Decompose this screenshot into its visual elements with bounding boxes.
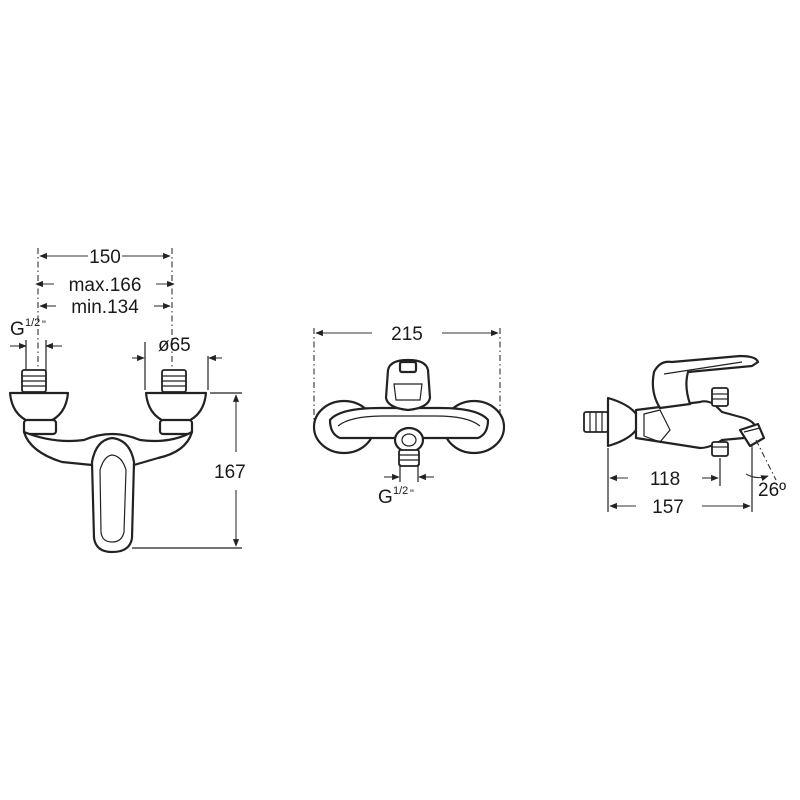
mixer-side-body (583, 354, 766, 457)
mixer-front-body (8, 369, 208, 554)
mixer-top-body (312, 358, 506, 467)
max-label: max.166 (69, 275, 142, 296)
front-view: 150 max.166 min.134 G 1/2 " ø65 (8, 247, 246, 554)
thread-quote: " (42, 319, 46, 331)
thread-fraction: 1/2 (25, 317, 40, 329)
thread-label: G (10, 319, 25, 340)
dimension-118: 118 (607, 448, 721, 512)
side-view: 118 157 26º (583, 354, 786, 518)
top-view: 215 G 1/2 " (312, 324, 506, 508)
depth-inner-label: 118 (650, 469, 680, 490)
thread-fraction: 1/2 (393, 485, 408, 497)
width-label: 150 (89, 247, 121, 268)
thread-quote: " (410, 488, 414, 500)
angle-label: 26º (758, 480, 786, 501)
depth-outer-label: 157 (652, 497, 684, 518)
dimension-150: 150 (37, 247, 173, 370)
dimension-167: 167 (132, 392, 246, 549)
dimension-min: min.134 (39, 297, 171, 318)
dimension-max: max.166 (35, 275, 175, 296)
width-label: 215 (391, 324, 423, 345)
dimension-157: 157 (609, 448, 753, 518)
angle-callout: 26º (745, 439, 786, 501)
min-label: min.134 (71, 297, 139, 318)
diameter-label: ø65 (158, 335, 191, 356)
thread-callout-top: G 1/2 " (378, 464, 434, 508)
thread-label: G (378, 487, 393, 508)
diameter-callout: ø65 (132, 335, 222, 390)
dimension-215: 215 (313, 324, 501, 425)
height-label: 167 (214, 462, 246, 483)
thread-callout-left: G 1/2 " (10, 317, 62, 372)
